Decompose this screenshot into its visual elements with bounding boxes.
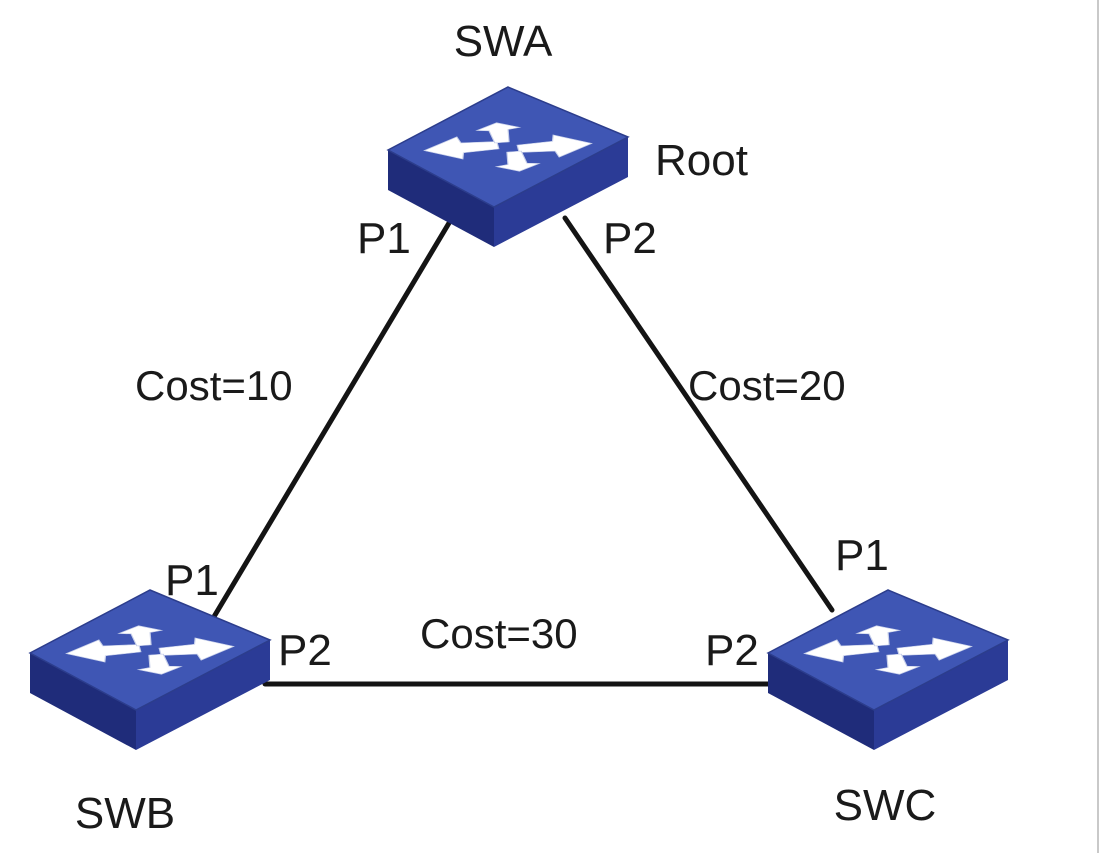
link-swa-swb — [209, 215, 455, 623]
swa-port1-label: P1 — [357, 214, 411, 263]
link-swa-swc-cost: Cost=20 — [688, 362, 846, 409]
swb-switch-icon — [28, 589, 272, 750]
swb-port1-label: P1 — [165, 556, 219, 605]
swc-label: SWC — [834, 781, 937, 830]
link-swa-swc — [562, 215, 835, 613]
swa-label: SWA — [454, 17, 553, 66]
swc-switch-icon — [766, 589, 1010, 750]
link-swa-swb-cost: Cost=10 — [135, 362, 293, 409]
swa-switch-icon — [386, 86, 630, 247]
link-swb-swc-cost: Cost=30 — [420, 610, 578, 657]
swc-port2-label: P2 — [705, 626, 759, 675]
swa-port2-label: P2 — [603, 214, 657, 263]
swb-label: SWB — [75, 789, 175, 838]
swb-port2-label: P2 — [278, 626, 332, 675]
root-label: Root — [655, 136, 748, 185]
swc-port1-label: P1 — [835, 531, 889, 580]
